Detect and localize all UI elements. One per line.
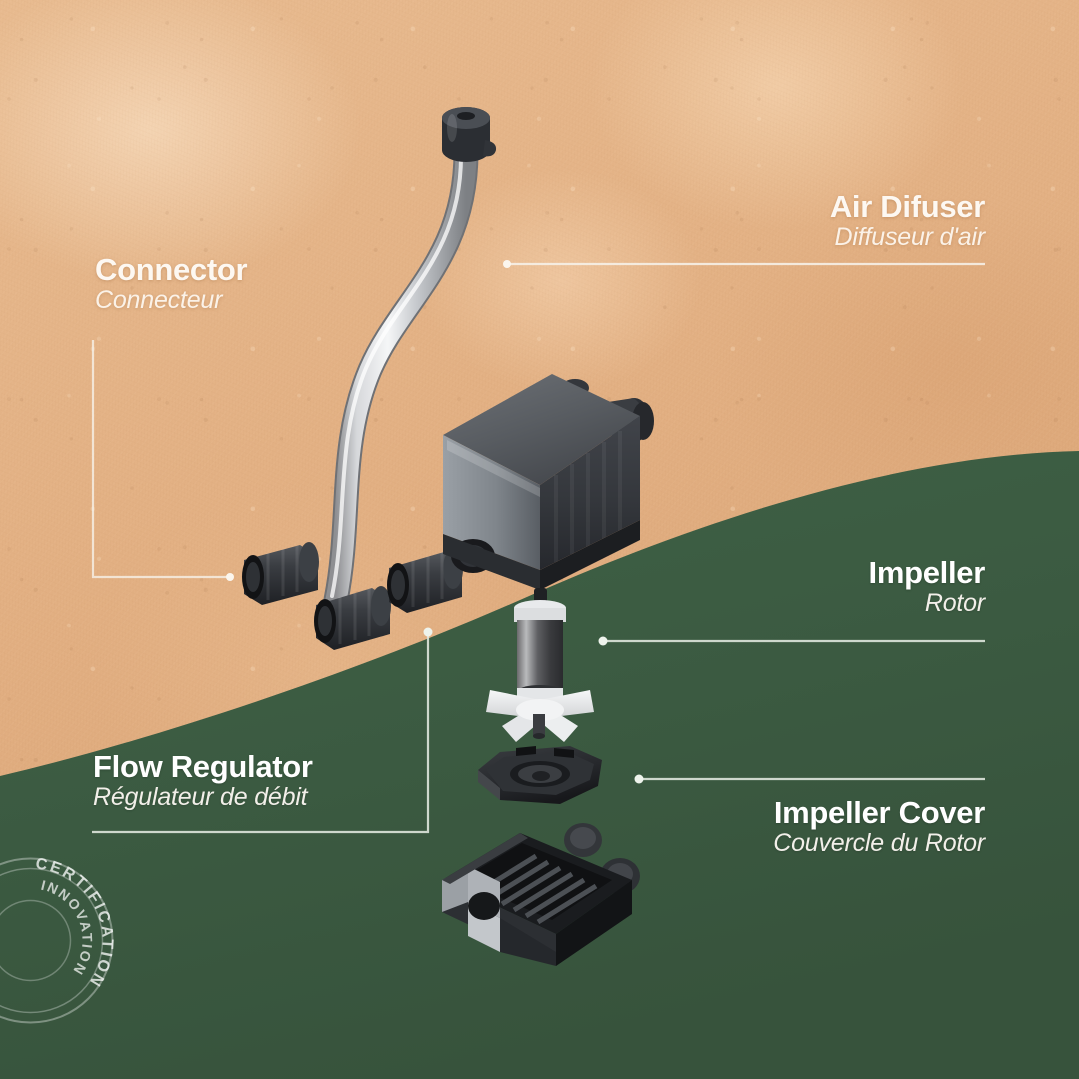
- connector-1-part: [242, 542, 319, 605]
- label-impeller-cover: Impeller Cover Couvercle du Rotor: [773, 796, 985, 859]
- label-connector-en: Connector: [95, 252, 248, 287]
- label-impeller-cover-en: Impeller Cover: [773, 795, 985, 830]
- label-impeller-fr: Rotor: [924, 589, 985, 618]
- label-air-diffuser-fr: Diffuseur d'air: [834, 223, 986, 252]
- label-air-diffuser: Air Difuser Diffuseur d'air: [830, 190, 985, 253]
- certification-stamp-badge: CERTIFICATION INNOVATION: [0, 855, 114, 1024]
- label-connector-fr: Connecteur: [95, 286, 223, 315]
- pump-body-part: [443, 374, 654, 590]
- impeller-rotor-part: [486, 588, 594, 742]
- label-connector: Connector Connecteur: [95, 252, 248, 316]
- label-impeller: Impeller Rotor: [868, 555, 986, 619]
- label-flow-regulator-fr: Régulateur de débit: [93, 783, 308, 812]
- flow-regulator-part: [442, 823, 640, 966]
- label-flow-regulator-en: Flow Regulator: [93, 749, 313, 784]
- label-impeller-cover-fr: Couvercle du Rotor: [773, 829, 985, 858]
- connector-3-part: [387, 549, 463, 613]
- label-flow-regulator: Flow Regulator Régulateur de débit: [93, 750, 313, 813]
- air-diffuser-part: [442, 107, 497, 162]
- label-impeller-en: Impeller: [868, 555, 986, 590]
- label-air-diffuser-en: Air Difuser: [829, 189, 985, 224]
- impeller-cover-part: [478, 746, 602, 804]
- suction-tube-part: [323, 139, 479, 613]
